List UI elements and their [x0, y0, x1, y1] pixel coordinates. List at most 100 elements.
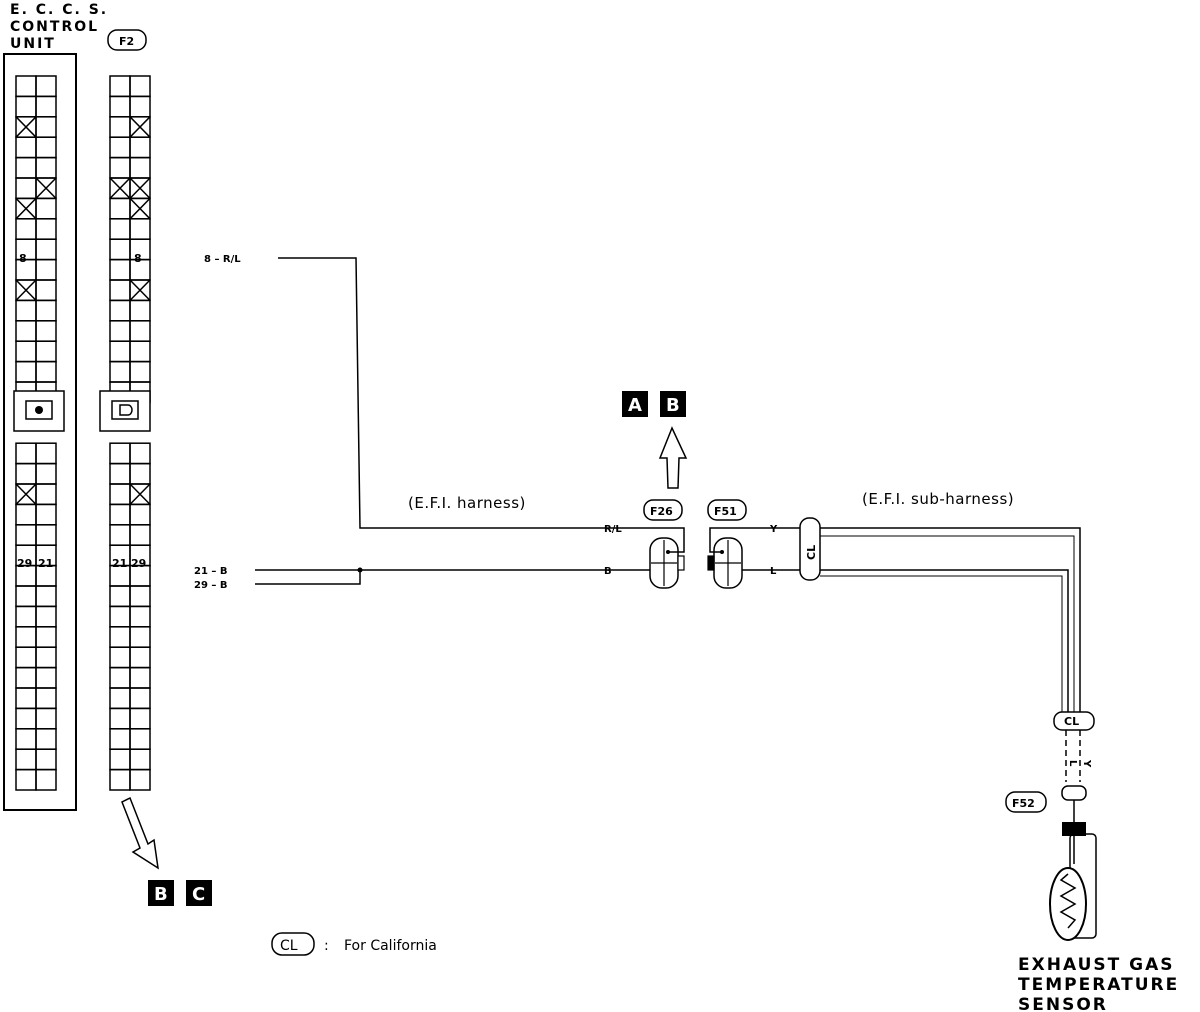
pin-cell [15, 177, 37, 200]
pin-cell [129, 299, 151, 322]
f51-y-pin [720, 550, 724, 554]
unused-pin-cross [109, 177, 131, 199]
pin-cell [129, 340, 151, 363]
pin-cell [15, 748, 37, 771]
f52-connector-label: F52 [1012, 797, 1035, 810]
pin-cell [129, 156, 151, 179]
pin-cell [109, 116, 131, 138]
pin-cell [109, 503, 131, 526]
unused-pin-cross [15, 279, 37, 301]
ecu-frame [3, 53, 77, 811]
f52-connector-body [1061, 785, 1087, 801]
ecu-pin-29-label: 29 [17, 557, 32, 570]
pin-cell [35, 116, 57, 138]
ecu-title-line1: E. C. C. S. [10, 2, 108, 18]
pin-cell [129, 768, 151, 791]
pin-cell [35, 442, 57, 465]
pin-cell [129, 218, 151, 240]
f51-connector-label: F51 [714, 505, 737, 518]
pin-cell [129, 320, 151, 342]
pin-cell [109, 687, 131, 710]
pin-cell [129, 360, 151, 383]
pin-cell [109, 360, 131, 383]
pin-cell [109, 483, 131, 506]
pin-cell [35, 646, 57, 669]
pin-cell [15, 442, 37, 465]
pin-cell [15, 707, 37, 730]
pin-cell [109, 748, 131, 771]
pin-cell [109, 95, 131, 118]
wire-l-sub-outer [820, 569, 1069, 712]
pin-cell [129, 503, 151, 526]
ecu-title-line3: UNIT [10, 36, 56, 52]
pin-cell [35, 360, 57, 383]
ecu-connector-grid [15, 75, 57, 791]
sensor-name-line2: TEMPERATURE [1018, 975, 1179, 995]
badge-bottom-c [186, 880, 212, 906]
unused-pin-cross [15, 116, 37, 138]
f2-pin-8-label: 8 [134, 252, 142, 265]
wire-b21-label: 21 – B [194, 566, 228, 577]
legend-cl-symbol [271, 932, 315, 956]
pin-cell [15, 95, 37, 118]
badge-bottom-c-label: C [192, 884, 205, 905]
f26-rl-pin-lead [632, 527, 685, 553]
f26-connector-tag [643, 499, 683, 521]
f2-connector-tag [107, 29, 147, 51]
badge-top-b [660, 391, 686, 417]
pin-cell [35, 299, 57, 322]
pin-cell [35, 258, 57, 281]
pin-cell [15, 646, 37, 669]
pin-cell [109, 218, 131, 240]
pin-cell [129, 136, 151, 159]
pin-cell [129, 442, 151, 465]
pin-cell [35, 605, 57, 628]
unused-pin-cross [129, 197, 151, 220]
f2-pin-21-label: 21 [112, 557, 127, 570]
f26-rl-pin [666, 550, 670, 554]
legend-separator: : [324, 938, 329, 954]
pin-cell [129, 646, 151, 669]
pin-cell [15, 320, 37, 342]
pin-cell [35, 748, 57, 771]
sensor-name-line1: EXHAUST GAS [1018, 955, 1175, 975]
pin-cell [35, 75, 57, 98]
pin-cell [35, 768, 57, 791]
badge-top-a-label: A [628, 395, 642, 416]
pin-cell [109, 442, 131, 465]
sensor-name-line3: SENSOR [1018, 995, 1108, 1012]
pin-cell [15, 503, 37, 526]
pin-cell [35, 626, 57, 648]
unused-pin-cross [129, 177, 151, 199]
arrow-up-icon [658, 426, 688, 489]
unused-pin-cross [15, 483, 37, 505]
pin-cell [129, 626, 151, 648]
pin-cell [15, 136, 37, 159]
pin-cell [109, 462, 131, 485]
pin-cell [35, 503, 57, 526]
legend-text: For California [344, 938, 437, 954]
pin-cell [109, 585, 131, 608]
pin-cell [35, 320, 57, 342]
f51-latch [707, 555, 715, 571]
pin-cell [109, 646, 131, 669]
wire-rl [278, 257, 632, 529]
unused-pin-cross [35, 177, 57, 199]
resistor-icon [1059, 873, 1077, 929]
pin-cell [15, 299, 37, 322]
wire-rl-ecu-label: 8 – R/L [204, 254, 241, 265]
pin-cell [35, 585, 57, 608]
sensor-element [1049, 867, 1087, 941]
wire-b29 [255, 570, 361, 585]
wire-splice-dot [357, 567, 363, 573]
pin-cell [129, 748, 151, 771]
unused-pin-cross [129, 483, 151, 505]
pin-cell [15, 462, 37, 485]
pin-cell [109, 258, 131, 281]
f51-connector-tag [707, 499, 747, 521]
pin-cell [35, 707, 57, 730]
pin-cell [109, 75, 131, 98]
pin-cell [129, 707, 151, 730]
arrow-down-icon [121, 796, 159, 870]
